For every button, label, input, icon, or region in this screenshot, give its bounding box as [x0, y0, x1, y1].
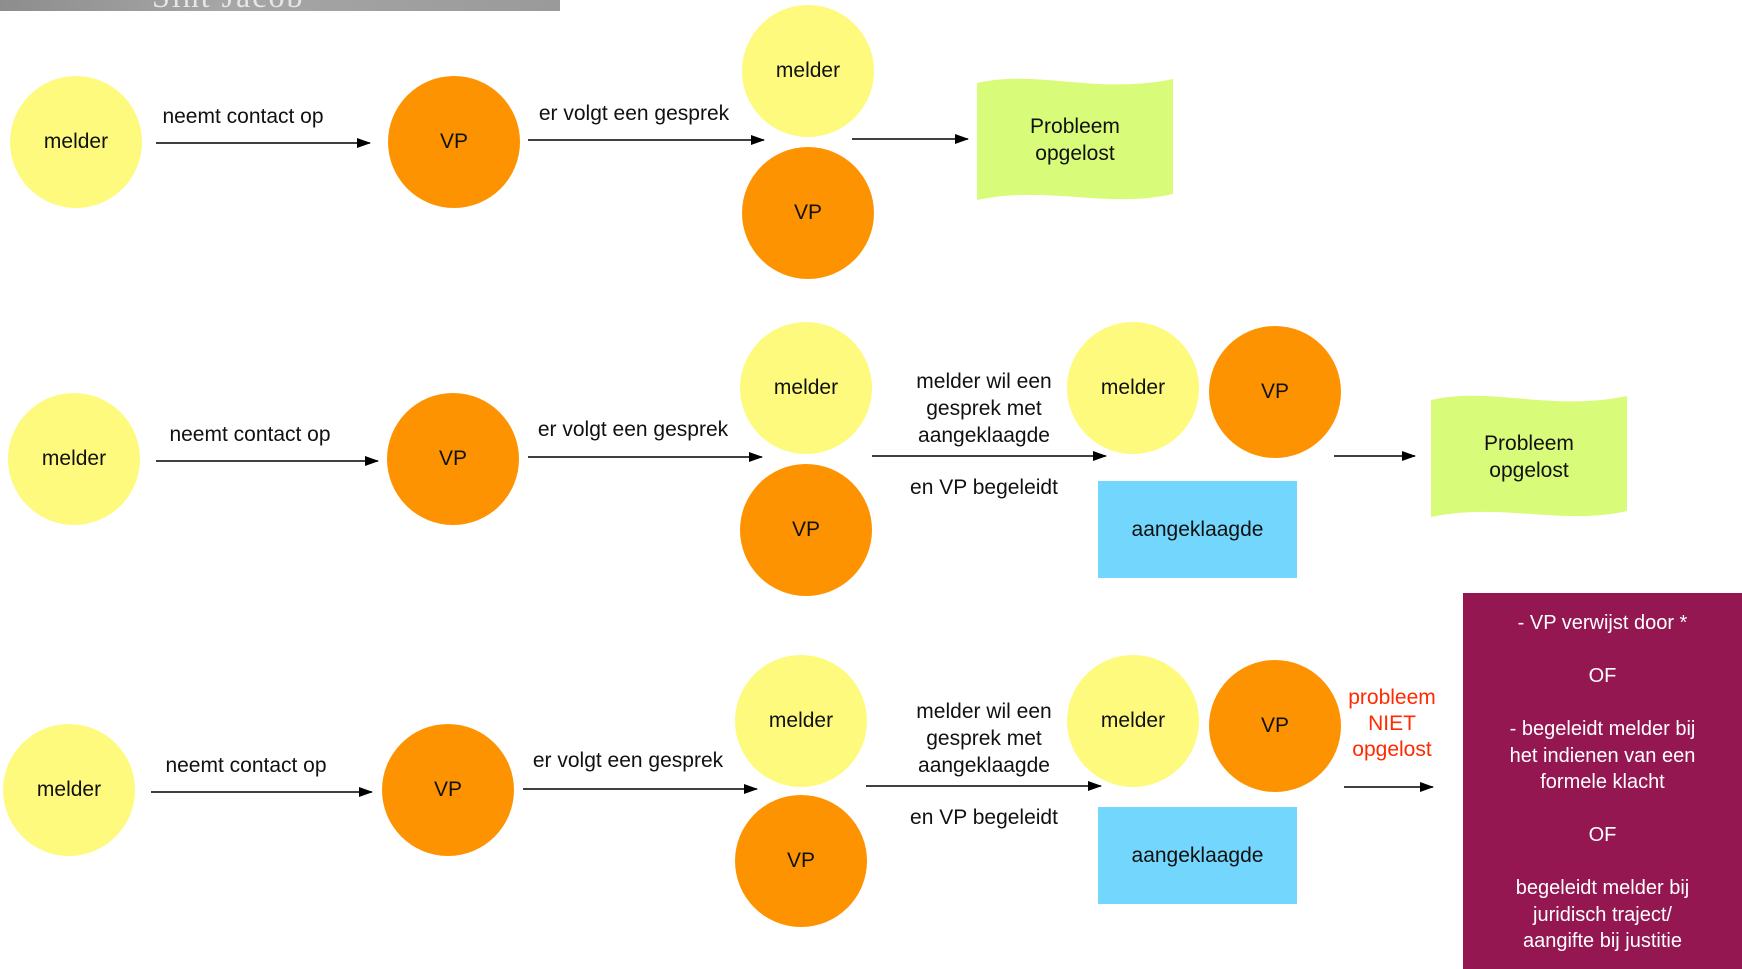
escalation-line-1: - VP verwijst door *	[1517, 612, 1688, 634]
escalation-line-10	[1463, 849, 1742, 876]
row3-conversation-label: er volgt een gesprek	[532, 749, 724, 772]
row2-wish-label: melder wil een gesprek met aangeklaagde	[894, 368, 1074, 449]
row3-group-vp-node: VP	[1209, 660, 1341, 792]
escalation-line-8	[1463, 796, 1742, 823]
row3-pair-melder-label: melder	[768, 709, 834, 732]
row2-pair-melder-node: melder	[740, 322, 872, 454]
row1-melder-label: melder	[43, 130, 109, 153]
row3-vp-label: VP	[433, 778, 462, 801]
escalation-line-4	[1463, 690, 1742, 717]
row2-vp-node: VP	[387, 393, 519, 525]
row3-aangeklaagde-box: aangeklaagde	[1098, 807, 1297, 904]
row3-group-melder-label: melder	[1100, 709, 1166, 732]
row3-group-vp-label: VP	[1260, 714, 1289, 737]
row2-result-line1: Probleem	[1484, 432, 1574, 455]
row2-wish-line2: gesprek met	[926, 397, 1042, 420]
row3-wish-line3: aangeklaagde	[918, 754, 1050, 777]
row2-conversation-label: er volgt een gesprek	[537, 418, 729, 441]
row3-accompany-label: en VP begeleidt	[910, 806, 1058, 829]
row1-solved-banner: Probleem opgelost	[977, 75, 1173, 205]
row3-not-solved-line2: NIET	[1368, 712, 1416, 735]
row2-banner-shape	[1431, 395, 1627, 517]
row2-pair-vp-label: VP	[791, 518, 820, 541]
row2-group-melder-label: melder	[1100, 376, 1166, 399]
row3-pair-vp-node: VP	[735, 795, 867, 927]
row3-vp-node: VP	[382, 724, 514, 856]
row3-melder-label: melder	[36, 778, 102, 801]
escalation-line-12: juridisch traject/	[1533, 903, 1672, 926]
escalation-line-11: begeleidt melder bij	[1515, 877, 1690, 899]
row1-pair-vp-label: VP	[793, 201, 822, 224]
escalation-box: - VP verwijst door * OF - begeleidt meld…	[1463, 593, 1742, 969]
row1-vp-node: VP	[388, 76, 520, 208]
row1-pair-melder-label: melder	[775, 59, 841, 82]
row2-wish-line3: aangeklaagde	[918, 424, 1050, 447]
escalation-line-13: aangifte bij justitie	[1523, 930, 1682, 952]
row2-pair-melder-label: melder	[773, 376, 839, 399]
row3-aangeklaagde-label: aangeklaagde	[1131, 843, 1264, 867]
row2-group-vp-label: VP	[1260, 380, 1289, 403]
row1-melder-node: melder	[10, 76, 142, 208]
row1-vp-label: VP	[439, 130, 468, 153]
row2-solved-banner: Probleem opgelost	[1431, 392, 1627, 522]
row3-contact-label: neemt contact op	[165, 754, 327, 777]
row2-accompany-label: en VP begeleidt	[910, 476, 1058, 499]
row2-group-vp-node: VP	[1209, 326, 1341, 458]
escalation-line-2	[1463, 637, 1742, 664]
escalation-line-5: - begeleidt melder bij	[1509, 718, 1696, 740]
row3-not-solved-label: probleem NIET opgelost	[1342, 685, 1442, 763]
row3-group-melder-node: melder	[1067, 655, 1199, 787]
row1-contact-label: neemt contact op	[162, 105, 324, 128]
row1-banner-shape	[977, 78, 1173, 200]
row2-aangeklaagde-box: aangeklaagde	[1098, 481, 1297, 578]
row2-pair-vp-node: VP	[740, 464, 872, 596]
row3-wish-line2: gesprek met	[926, 727, 1042, 750]
row2-vp-label: VP	[438, 447, 467, 470]
escalation-line-7: formele klacht	[1540, 771, 1665, 793]
row2-group-melder-node: melder	[1067, 322, 1199, 454]
row1-result-line1: Probleem	[1030, 115, 1120, 138]
escalation-line-6: het indienen van een	[1509, 744, 1696, 767]
row3-melder-node: melder	[3, 724, 135, 856]
row1-result-line2: opgelost	[1035, 142, 1115, 165]
row3-pair-melder-node: melder	[735, 655, 867, 787]
row3-wish-line1: melder wil een	[916, 700, 1052, 723]
row1-conversation-label: er volgt een gesprek	[538, 102, 730, 125]
escalation-line-9: OF	[1588, 824, 1617, 846]
row2-result-line2: opgelost	[1489, 459, 1569, 482]
row2-melder-label: melder	[41, 447, 107, 470]
escalation-line-3: OF	[1588, 665, 1617, 687]
row2-melder-node: melder	[8, 393, 140, 525]
row3-wish-label: melder wil een gesprek met aangeklaagde	[894, 698, 1074, 779]
row3-not-solved-line3: opgelost	[1352, 738, 1432, 761]
row2-contact-label: neemt contact op	[169, 423, 331, 446]
row2-aangeklaagde-label: aangeklaagde	[1131, 517, 1264, 541]
row3-pair-vp-label: VP	[786, 849, 815, 872]
logo-text: Sint Jacob	[152, 0, 304, 11]
row1-pair-vp-node: VP	[742, 147, 874, 279]
row2-wish-line1: melder wil een	[916, 370, 1052, 393]
row1-pair-melder-node: melder	[742, 5, 874, 137]
row3-not-solved-line1: probleem	[1348, 686, 1436, 709]
logo-banner: Sint Jacob	[0, 0, 560, 11]
